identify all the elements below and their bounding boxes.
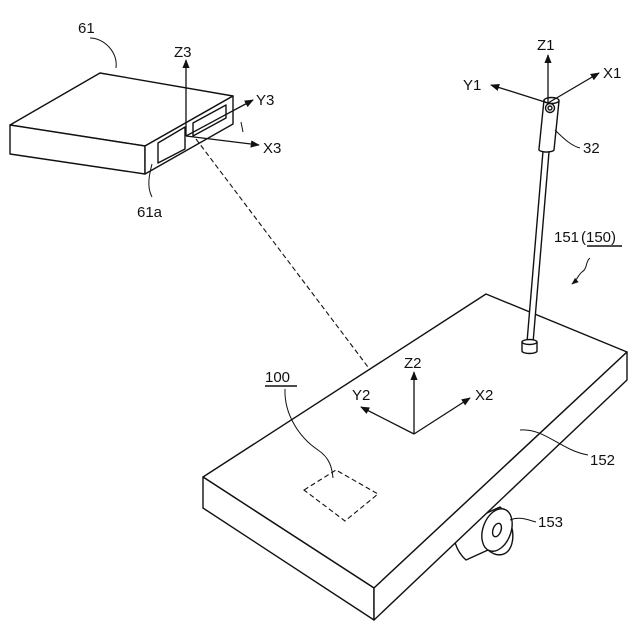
label-z3: Z3 xyxy=(174,44,192,61)
pole-shaft xyxy=(527,151,549,343)
label-151: 151 xyxy=(554,229,579,246)
label-32: 32 xyxy=(583,140,600,157)
label-x1: X1 xyxy=(603,65,621,82)
label-z1: Z1 xyxy=(537,37,555,54)
label-61: 61 xyxy=(78,20,95,37)
unit-61-box xyxy=(10,73,233,174)
axis-x3-tick xyxy=(241,122,243,132)
arrow-151 xyxy=(572,258,590,284)
label-y1: Y1 xyxy=(463,77,481,94)
label-153: 153 xyxy=(538,514,563,531)
label-y3: Y3 xyxy=(256,92,274,109)
label-x2: X2 xyxy=(475,387,493,404)
leader-153 xyxy=(510,518,536,522)
leader-32 xyxy=(555,130,580,148)
label-150: (150) xyxy=(581,229,616,246)
label-x3: X3 xyxy=(263,140,281,157)
axis-x1-arrow xyxy=(548,73,599,103)
label-z2: Z2 xyxy=(404,355,422,372)
label-61a: 61a xyxy=(137,204,163,221)
platform-152 xyxy=(203,294,627,620)
axes-1 xyxy=(491,55,599,103)
label-152: 152 xyxy=(590,452,615,469)
label-y2: Y2 xyxy=(352,387,370,404)
pole-base-top xyxy=(522,340,537,345)
camera-32-lens-inner xyxy=(548,106,552,110)
leader-61 xyxy=(90,38,116,68)
axis-y1-arrow xyxy=(491,85,548,103)
label-100: 100 xyxy=(265,369,290,386)
